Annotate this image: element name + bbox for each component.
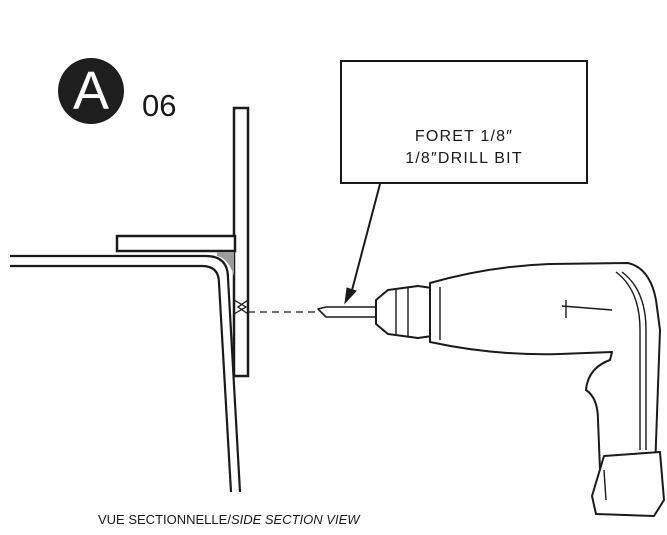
gap-shading <box>217 252 234 276</box>
caption-fr: VUE SECTIONNELLE/ <box>98 512 231 527</box>
callout-leader-arrow <box>344 183 381 305</box>
wall-bracket <box>115 106 250 378</box>
step-letter-badge: A <box>58 58 124 124</box>
section-view-caption: VUE SECTIONNELLE/SIDE SECTION VIEW <box>98 512 360 527</box>
step-number: 06 <box>142 88 177 123</box>
caption-en: SIDE SECTION VIEW <box>230 512 360 527</box>
drill-icon <box>317 262 665 517</box>
step-letter: A <box>72 61 110 121</box>
callout-text-en: 1/8″DRILL BIT <box>405 150 523 167</box>
drill-hole-mark <box>233 299 249 315</box>
cabinet-panel-section <box>10 254 242 493</box>
drill-bit-callout-box: FORET 1/8″ 1/8″DRILL BIT <box>340 60 588 184</box>
callout-text-fr: FORET 1/8″ <box>414 128 514 145</box>
